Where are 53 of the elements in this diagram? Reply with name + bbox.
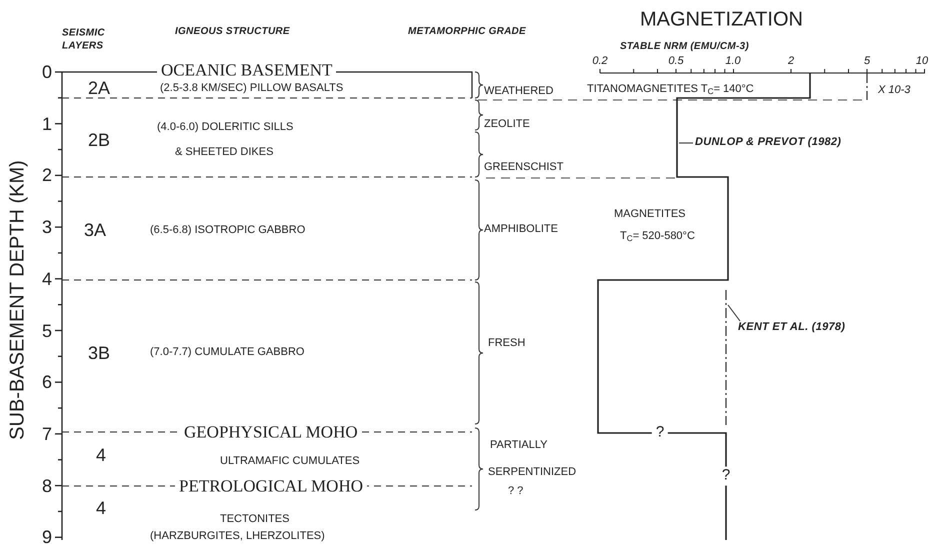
unit-label: X 10-3 [878, 84, 910, 98]
tick-label: 10 [916, 55, 928, 69]
tick-label: 7 [42, 422, 52, 446]
mineral-label: T$_{C}$= 520-580°C [620, 230, 695, 244]
column-header: IGNEOUS STRUCTURE [175, 26, 290, 38]
tick-label: 3 [42, 216, 52, 238]
question-mark: ? [720, 466, 732, 486]
grade-label: FRESH [488, 337, 526, 351]
leader-line [728, 304, 740, 322]
grade-label: PARTIALLY [490, 439, 548, 453]
rock-description: (7.0-7.7) CUMULATE GABBRO [150, 346, 304, 360]
tick-label: 5 [42, 319, 52, 342]
rock-description: TECTONITES [220, 513, 290, 527]
axis-label: STABLE NRM (EMU/CM-3) [620, 40, 749, 54]
rock-description: (6.5-6.8) ISOTROPIC GABBRO [150, 224, 306, 238]
column-header: SEISMIC LAYERS [62, 28, 106, 52]
tick-label: 4 [42, 268, 52, 290]
question-mark: ? ? [508, 485, 524, 499]
tick-label: 6 [42, 370, 52, 394]
rock-description: (2.5-3.8 KM/SEC) PILLOW BASALTS [160, 82, 344, 96]
axis-title: SUB-BASEMENT DEPTH (KM) [6, 160, 30, 440]
reference-label: DUNLOP & PREVOT (1982) [695, 136, 842, 150]
layer-number: 2A [88, 76, 110, 100]
rock-description: & SHEETED DIKES [175, 146, 274, 160]
layer-number: 3A [84, 218, 106, 242]
leader-line [678, 142, 694, 144]
tick-label: 1.0 [725, 55, 741, 69]
rock-description: ULTRAMAFIC CUMULATES [220, 455, 360, 469]
grade-label: ZEOLITE [484, 118, 530, 132]
tick-label: 2 [42, 164, 52, 187]
mineral-label: MAGNETITES [614, 208, 686, 222]
layer-number: 4 [96, 496, 106, 520]
column-header: METAMORPHIC GRADE [408, 26, 526, 38]
layer-number: 4 [96, 444, 106, 466]
tick-label: 8 [42, 474, 52, 497]
grade-label: AMPHIBOLITE [484, 223, 558, 237]
tick-label: 9 [42, 526, 52, 547]
chart-title: MAGNETIZATION [640, 8, 803, 32]
reference-label: KENT ET AL. (1978) [738, 321, 846, 335]
tick-label: 1 [42, 112, 52, 135]
tick-label: 5 [864, 55, 870, 69]
tick-label: 2 [788, 55, 794, 69]
rock-description: (4.0-6.0) DOLERITIC SILLS [157, 121, 294, 135]
mineral-label: TITANOMAGNETITES T$_{C}$= 140°C [587, 83, 754, 97]
grade-label: WEATHERED [484, 85, 554, 99]
layer-number: 3B [88, 342, 110, 364]
tick-label: 0.5 [668, 55, 684, 69]
tick-label: 0.2 [592, 55, 608, 69]
grade-label: SERPENTINIZED [488, 466, 576, 480]
rock-description: (HARZBURGITES, LHERZOLITES) [150, 530, 325, 544]
layer-number: 2B [88, 128, 110, 152]
tick-label: 0 [42, 60, 52, 84]
grade-label: GREENSCHIST [484, 161, 564, 175]
